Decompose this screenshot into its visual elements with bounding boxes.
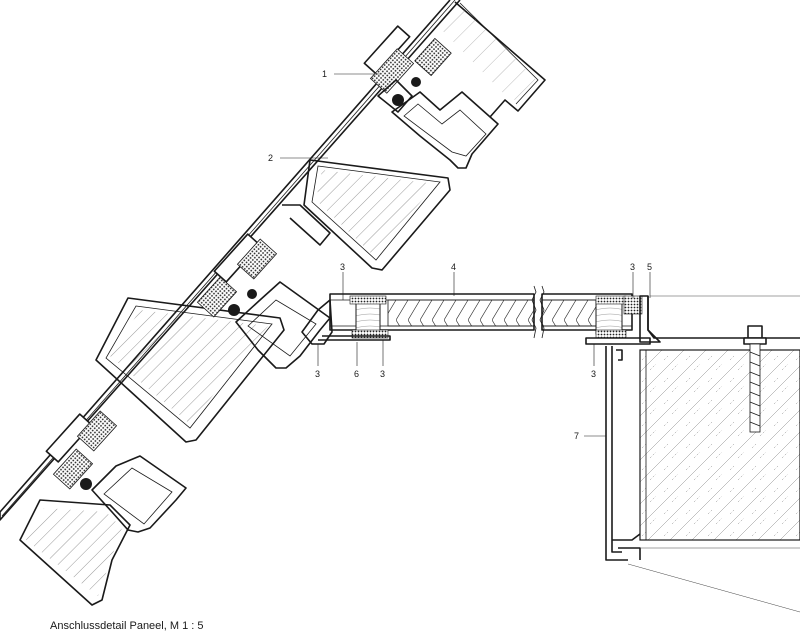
callout-4: 4: [451, 262, 456, 272]
callout-6: 6: [354, 369, 359, 379]
callout-2: 2: [268, 153, 273, 163]
inclined-facade-section: [0, 0, 546, 606]
callout-labels: 1 2 3 4 3 5 3 6 3 3 7: [268, 69, 652, 441]
callout-3-panel-right-bottom: 3: [591, 369, 596, 379]
concrete-wall-section: [605, 295, 800, 613]
mullion-joint-bottom: [45, 410, 187, 533]
mullion-joint-middle: [196, 233, 331, 369]
callout-7: 7: [574, 431, 579, 441]
drawing-caption: Anschlussdetail Paneel, M 1 : 5: [50, 620, 204, 632]
callout-3-panel-left-bottom: 3: [380, 369, 385, 379]
cladding-sheet: [605, 346, 641, 561]
horizontal-panel-section: [301, 285, 661, 345]
callout-3-bracket-left: 3: [315, 369, 320, 379]
callout-5: 5: [647, 262, 652, 272]
callout-3-panel-left-top: 3: [340, 262, 345, 272]
callout-leaders: [280, 73, 651, 437]
anchor-bolt: [743, 325, 767, 433]
break-line: [531, 285, 545, 339]
callout-3-panel-right-top: 3: [630, 262, 635, 272]
callout-1: 1: [322, 69, 327, 79]
mullion-joint-top: [363, 25, 499, 169]
